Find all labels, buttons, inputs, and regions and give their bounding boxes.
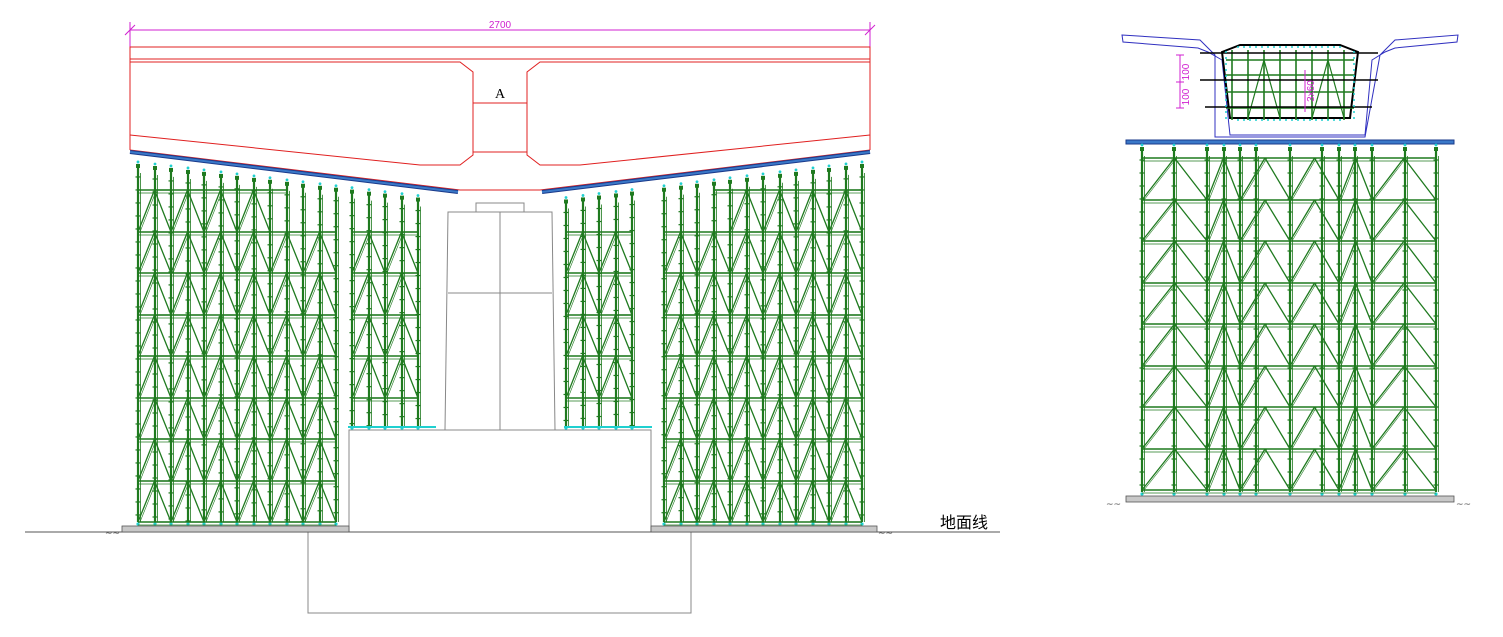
section-dim-3: 3x60 bbox=[1306, 80, 1317, 102]
span-dimension-label: 2700 bbox=[489, 20, 512, 31]
cross-section-view: 100 100 3x60 ~~ ~~ bbox=[1106, 34, 1471, 510]
box-girder-elevation bbox=[129, 46, 871, 191]
ground-line-label: 地面线 bbox=[940, 513, 988, 532]
section-dim-2: 100 bbox=[1181, 88, 1192, 105]
section-ground: ~~ ~~ bbox=[1106, 495, 1471, 510]
svg-text:~~: ~~ bbox=[1106, 500, 1121, 510]
box-girder-section bbox=[1121, 34, 1459, 138]
inner-formwork-scaffold bbox=[1200, 44, 1378, 121]
svg-text:~~: ~~ bbox=[105, 529, 120, 539]
ground-line: ~~ ~~ 地面线 bbox=[25, 513, 1000, 539]
section-label-a: A bbox=[495, 87, 506, 102]
svg-text:~~: ~~ bbox=[878, 529, 893, 539]
section-dimensions: 100 100 3x60 bbox=[1176, 54, 1317, 112]
section-dim-1: 100 bbox=[1181, 63, 1192, 80]
pile-cap bbox=[307, 429, 692, 614]
span-dimension: 2700 bbox=[124, 20, 876, 48]
elevation-view: 2700 A bbox=[25, 20, 1000, 614]
pier bbox=[444, 202, 556, 431]
section-distribution-beam bbox=[1125, 139, 1455, 145]
section-scaffold bbox=[1139, 143, 1439, 496]
right-scaffold bbox=[563, 160, 865, 526]
svg-text:~~: ~~ bbox=[1456, 500, 1471, 510]
left-scaffold bbox=[135, 160, 436, 526]
